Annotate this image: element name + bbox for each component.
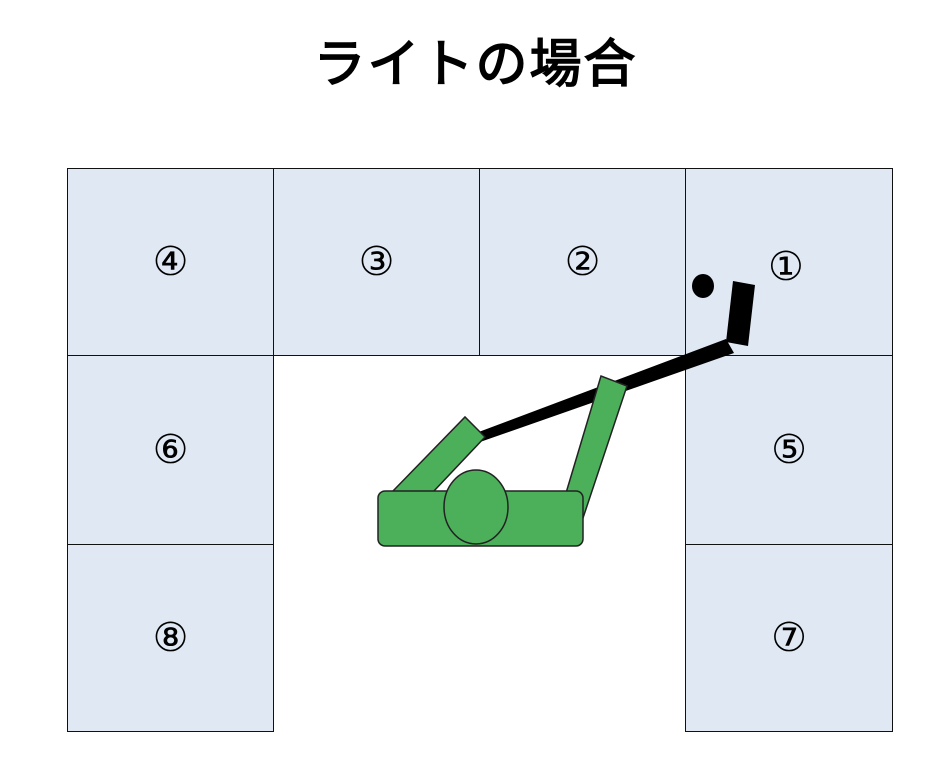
page-title: ライトの場合 bbox=[313, 35, 638, 95]
stick-blade bbox=[726, 281, 755, 346]
zone-6[interactable]: ⑥ bbox=[67, 355, 274, 545]
zone-4[interactable]: ④ bbox=[67, 168, 274, 356]
puck-icon bbox=[692, 274, 714, 298]
zone-1-label: ① bbox=[768, 244, 804, 290]
player-head bbox=[443, 469, 509, 545]
zone-5-label: ⑤ bbox=[771, 427, 807, 473]
zone-8-label: ⑧ bbox=[152, 615, 189, 661]
zone-5[interactable]: ⑤ bbox=[685, 355, 893, 545]
zone-7-label: ⑦ bbox=[771, 615, 807, 661]
zone-4-label: ④ bbox=[152, 239, 189, 285]
zone-2-label: ② bbox=[564, 239, 601, 285]
zone-3-label: ③ bbox=[358, 239, 395, 285]
zone-7[interactable]: ⑦ bbox=[685, 544, 893, 732]
zone-8[interactable]: ⑧ bbox=[67, 544, 274, 732]
zone-2[interactable]: ② bbox=[479, 168, 686, 356]
zone-6-label: ⑥ bbox=[152, 427, 189, 473]
